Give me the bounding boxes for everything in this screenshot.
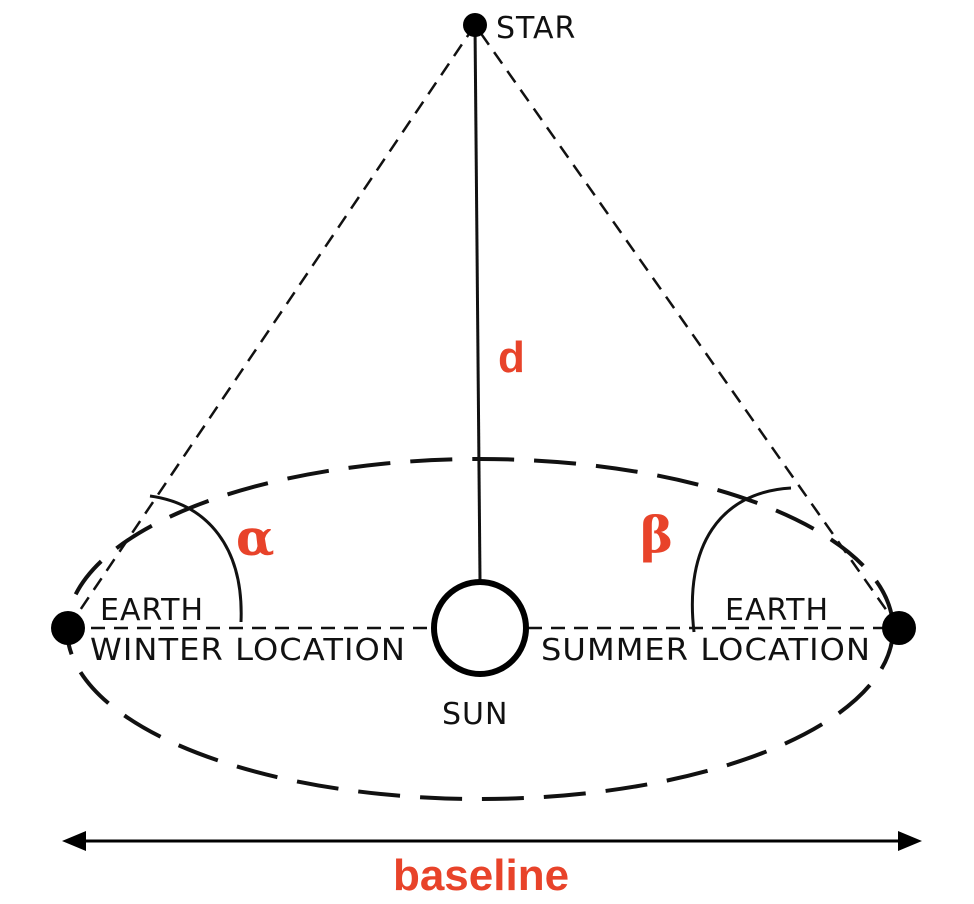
distance-label: d [498, 333, 525, 382]
star-dot [463, 13, 487, 37]
earth-winter-label: EARTH [100, 593, 204, 628]
summer-location-label: SUMMER LOCATION [541, 633, 871, 668]
baseline-label: baseline [393, 851, 569, 900]
distance-line [473, 24, 482, 581]
sun-circle [431, 579, 529, 677]
sightline-summer [473, 24, 901, 629]
sightline-winter [66, 24, 477, 629]
star-label: STAR [496, 11, 576, 46]
earth-summer-dot [882, 611, 916, 645]
angle-beta-arc [690, 486, 792, 633]
earth-winter-dot [51, 611, 85, 645]
angle-alpha-arc [149, 494, 243, 623]
winter-location-label: WINTER LOCATION [90, 633, 406, 668]
baseline-arrow [62, 831, 922, 851]
earth-summer-label: EARTH [725, 593, 829, 628]
angle-beta-label: β [640, 505, 673, 564]
sun-label: SUN [442, 697, 508, 732]
angle-alpha-label: α [236, 508, 274, 567]
